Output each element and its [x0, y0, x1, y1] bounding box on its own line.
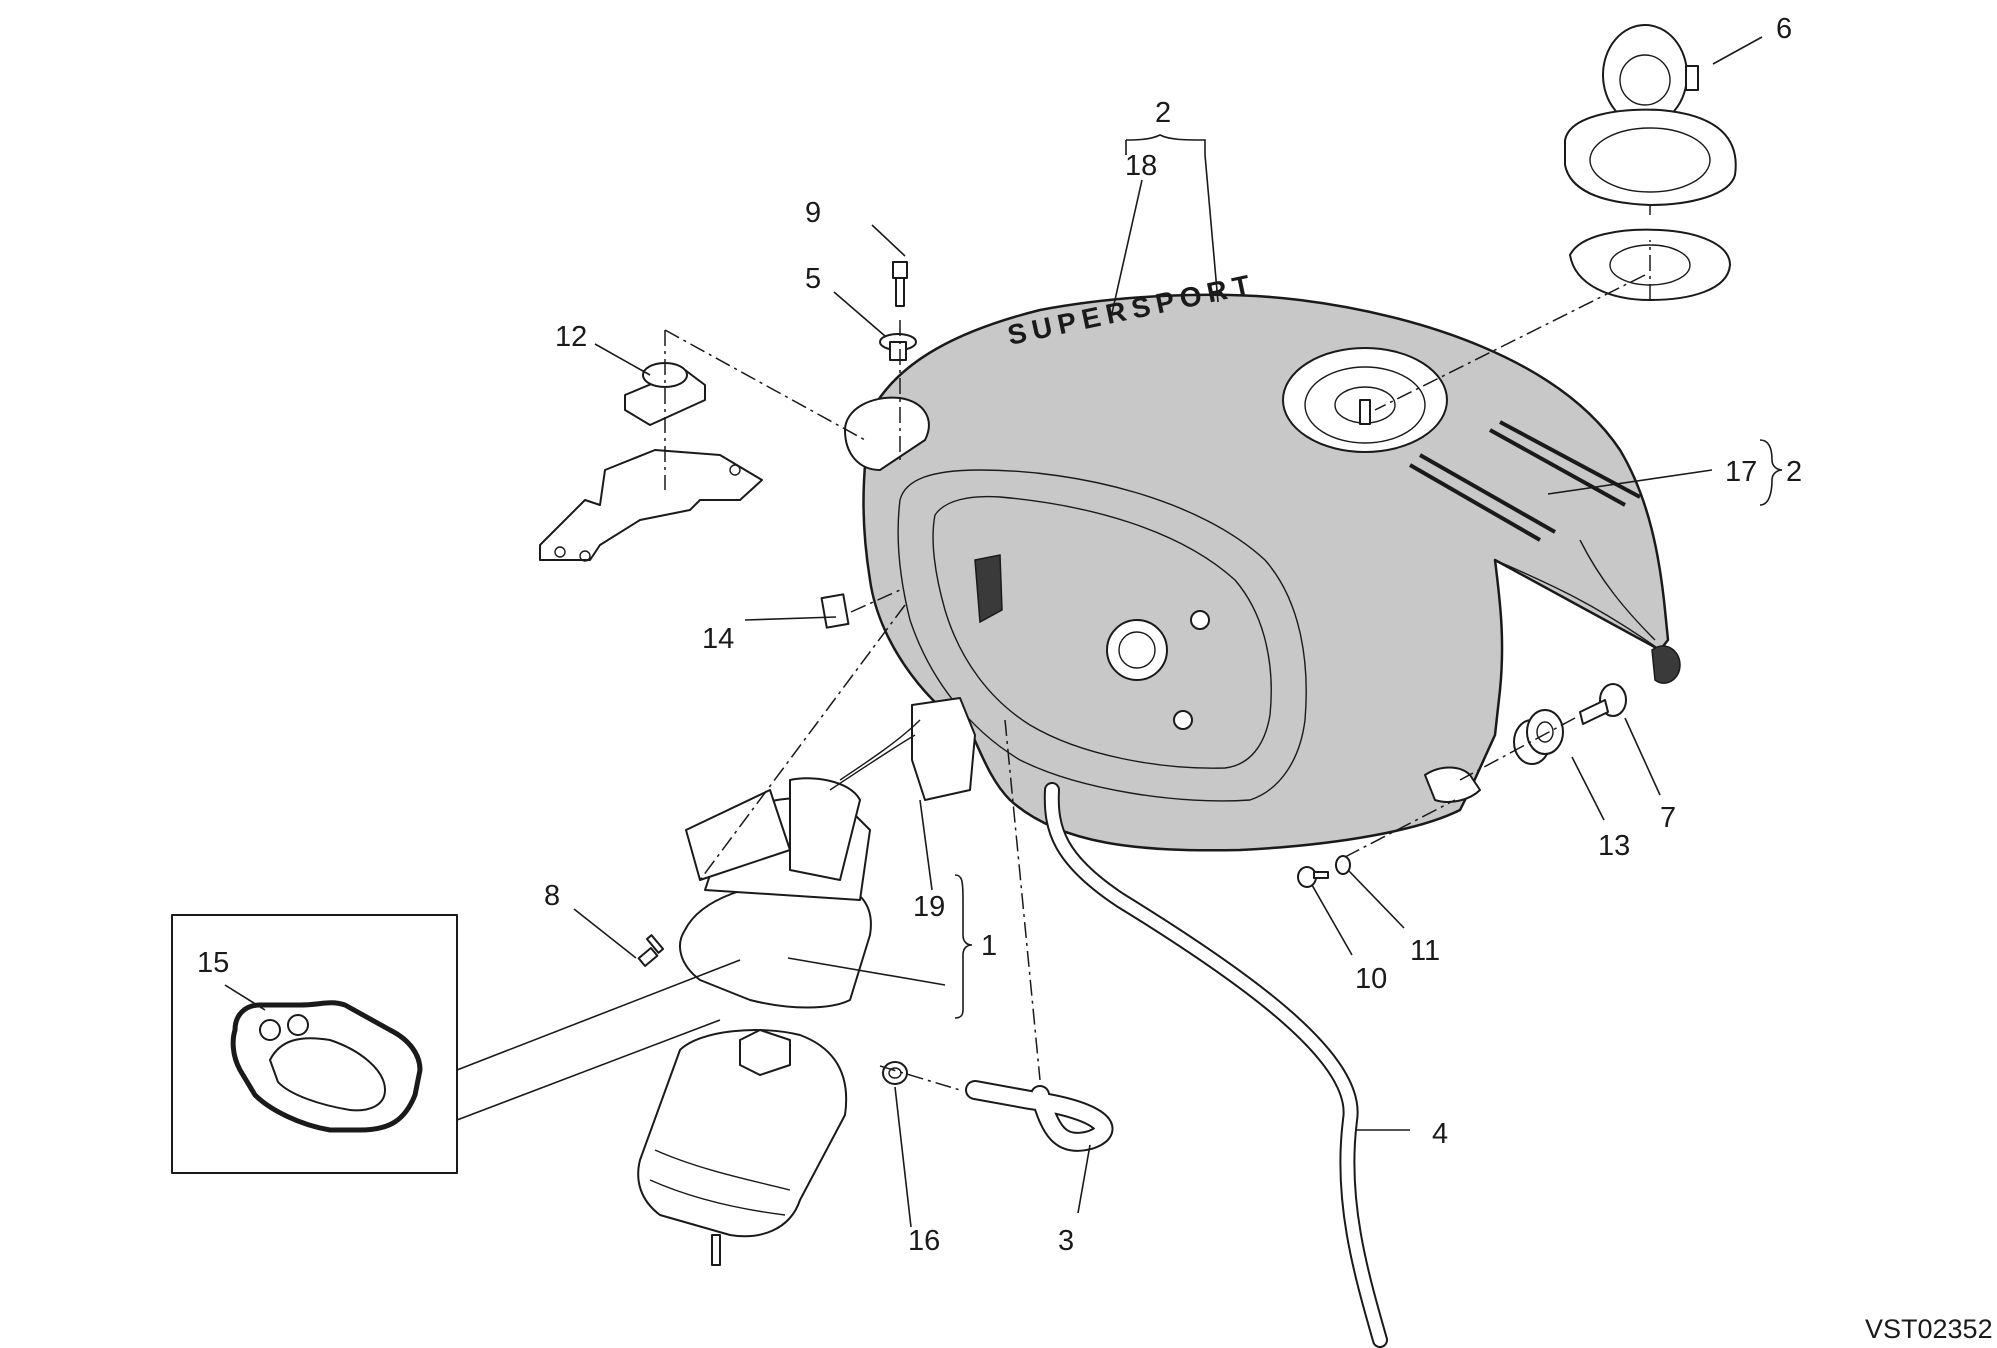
- filter-canister: [637, 1029, 848, 1266]
- screw-7: [1579, 683, 1627, 725]
- gasket-15: [230, 1000, 423, 1133]
- fuel-tank: [844, 293, 1681, 852]
- callout-2-top: 2: [1155, 97, 1171, 129]
- callout-11: 11: [1410, 935, 1440, 967]
- callout-3: 3: [1058, 1225, 1074, 1257]
- callout-18: 18: [1125, 150, 1157, 182]
- hose-3: [965, 1080, 1114, 1152]
- callout-1: 1: [981, 930, 997, 962]
- screw-10: [1297, 866, 1329, 888]
- callout-17: 17: [1725, 456, 1757, 488]
- screw-8: [637, 934, 665, 967]
- callout-2-right: 2: [1786, 456, 1802, 488]
- callout-leaders: [224, 36, 1783, 1228]
- drawing-code: VST02352: [1865, 1314, 1993, 1344]
- callout-5: 5: [805, 263, 821, 295]
- callout-8: 8: [544, 880, 560, 912]
- callout-6: 6: [1776, 13, 1792, 45]
- clamp-16: [882, 1061, 908, 1085]
- fuel-pump-assembly: [679, 697, 976, 1009]
- callout-9: 9: [805, 197, 821, 229]
- washer-11: [1335, 855, 1351, 875]
- callout-10: 10: [1355, 963, 1387, 995]
- callout-4: 4: [1432, 1118, 1448, 1150]
- front-bracket: [539, 449, 763, 562]
- callout-14: 14: [702, 623, 734, 655]
- screw-9: [892, 261, 908, 307]
- callout-7: 7: [1660, 802, 1676, 834]
- hose-4: [1043, 782, 1388, 1348]
- grommet-13: [1513, 709, 1564, 765]
- pad-14: [820, 593, 850, 629]
- callout-16: 16: [908, 1225, 940, 1257]
- washer-5: [879, 333, 917, 361]
- callout-19: 19: [913, 891, 945, 923]
- callout-15: 15: [197, 947, 229, 979]
- assembly-lines: [664, 205, 1651, 1091]
- callout-13: 13: [1598, 830, 1630, 862]
- callout-12: 12: [555, 321, 587, 353]
